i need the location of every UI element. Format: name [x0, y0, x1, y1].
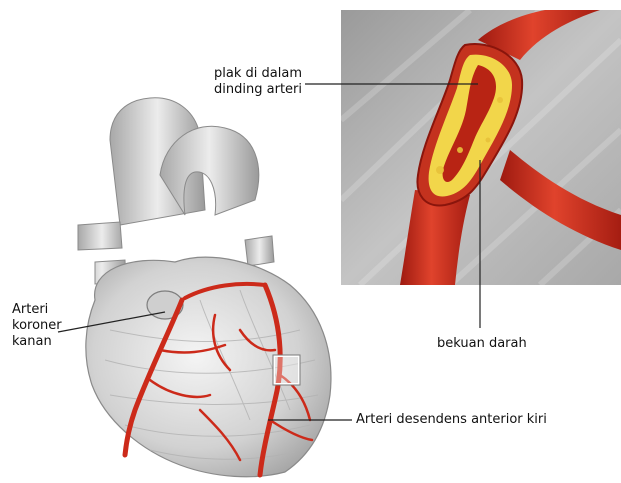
label-right-coronary-line1: Arteri [12, 302, 62, 318]
pulmonary-vessel-right [245, 236, 274, 266]
label-lad: Arteri desendens anterior kiri [356, 412, 547, 428]
zoom-indicator-box [274, 356, 299, 384]
artery-inset-panel [341, 10, 621, 285]
label-plaque: plak di dalam dinding arteri [190, 66, 302, 98]
label-plaque-line1: plak di dalam [190, 66, 302, 82]
label-clot: bekuan darah [437, 336, 527, 352]
label-right-coronary-line2: koroner [12, 318, 62, 334]
label-right-coronary-line3: kanan [12, 334, 62, 350]
label-plaque-line2: dinding arteri [190, 82, 302, 98]
label-right-coronary: Arteri koroner kanan [12, 302, 62, 350]
